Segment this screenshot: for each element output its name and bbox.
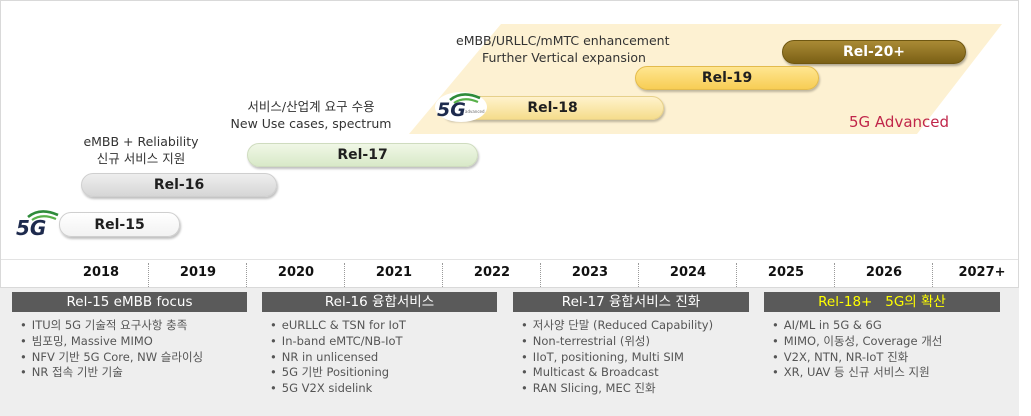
logo-arc-outer	[27, 210, 59, 219]
panel-rel17-list: 저사양 단말 (Reduced Capability) Non-terrestr…	[513, 318, 749, 397]
year-separator	[344, 263, 345, 287]
logo-arc-inner	[31, 215, 57, 221]
year-label: 2018	[82, 265, 120, 280]
year-label: 2021	[375, 265, 413, 280]
panel-rel17: Rel-17 융합서비스 진화 저사양 단말 (Reduced Capabili…	[513, 292, 749, 397]
year-axis: 2018 2019 2020 2021 2022 2023 2024 2025 …	[1, 261, 1018, 287]
rel16-annotation-line1: eMBB + Reliability	[83, 134, 199, 149]
logo-arc-inner-adv	[453, 98, 479, 104]
panel-rel16-title: Rel-16 융합서비스	[262, 292, 497, 312]
year-separator	[932, 263, 933, 287]
list-item: 5G 기반 Positioning	[270, 365, 497, 381]
panel-rel17-title: Rel-17 융합서비스 진화	[513, 292, 749, 312]
rel16-bar: Rel-16	[81, 173, 277, 197]
panel-rel15-list: ITU의 5G 기술적 요구사항 충족 빔포밍, Massive MIMO NF…	[12, 318, 247, 381]
year-label: 2023	[571, 265, 609, 280]
year-label: 2027+	[958, 265, 1006, 280]
logo-arc-outer-adv	[449, 93, 481, 102]
year-label: 2019	[179, 265, 217, 280]
5g-advanced-label: 5G Advanced	[849, 113, 950, 131]
5g-logo-icon: 5G	[16, 210, 59, 239]
panel-rel18plus-title: Rel-18+ 5G의 확산	[764, 292, 1000, 312]
year-separator	[834, 263, 835, 287]
rel17-annotation-line1: 서비스/산업계 요구 수용	[247, 99, 375, 114]
list-item: eURLLC & TSN for IoT	[270, 318, 497, 334]
list-item: NR 접속 기반 기술	[20, 365, 247, 381]
rel16-annotation-line2: 신규 서비스 지원	[96, 151, 186, 166]
rel18-annotation: eMBB/URLLC/mMTC enhancement Further Vert…	[456, 32, 670, 66]
year-separator	[736, 263, 737, 287]
list-item: Non-terrestrial (위성)	[521, 334, 749, 350]
rel19-bar: Rel-19	[635, 66, 819, 90]
rel18-annotation-line2: Further Vertical expansion	[482, 50, 646, 65]
panel-rel16-list: eURLLC & TSN for IoT In-band eMTC/NB-IoT…	[262, 318, 497, 397]
panel-rel18plus-title-part1: Rel-18+	[818, 294, 873, 310]
list-item: 빔포밍, Massive MIMO	[20, 334, 247, 350]
list-item: Multicast & Broadcast	[521, 365, 749, 381]
list-item: AI/ML in 5G & 6G	[772, 318, 1000, 334]
rel16-annotation: eMBB + Reliability 신규 서비스 지원	[71, 133, 211, 167]
rel18-annotation-line1: eMBB/URLLC/mMTC enhancement	[456, 33, 670, 48]
timeline-divider	[1, 259, 1018, 260]
list-item: V2X, NTN, NR-IoT 진화	[772, 350, 1000, 366]
list-item: NFV 기반 5G Core, NW 슬라이싱	[20, 350, 247, 366]
list-item: 5G V2X sidelink	[270, 381, 497, 397]
rel15-bar: Rel-15	[59, 212, 180, 237]
list-item: XR, UAV 등 신규 서비스 지원	[772, 365, 1000, 381]
year-label: 2022	[473, 265, 511, 280]
rel17-bar: Rel-17	[247, 143, 478, 167]
year-separator	[442, 263, 443, 287]
year-label: 2026	[865, 265, 903, 280]
year-separator	[148, 263, 149, 287]
year-separator	[638, 263, 639, 287]
panel-rel18plus: Rel-18+ 5G의 확산 AI/ML in 5G & 6G MIMO, 이동…	[764, 292, 1000, 381]
release-panels: Rel-15 eMBB focus ITU의 5G 기술적 요구사항 충족 빔포…	[0, 288, 1019, 416]
list-item: ITU의 5G 기술적 요구사항 충족	[20, 318, 247, 334]
list-item: 저사양 단말 (Reduced Capability)	[521, 318, 749, 334]
year-separator	[540, 263, 541, 287]
rel17-annotation-line2: New Use cases, spectrum	[230, 116, 392, 131]
panel-rel16: Rel-16 융합서비스 eURLLC & TSN for IoT In-ban…	[262, 292, 497, 397]
list-item: NR in unlicensed	[270, 350, 497, 366]
panel-rel15: Rel-15 eMBB focus ITU의 5G 기술적 요구사항 충족 빔포…	[12, 292, 247, 381]
logo-sub-text: advanced	[465, 109, 485, 114]
list-item: RAN Slicing, MEC 진화	[521, 381, 749, 397]
year-label: 2024	[669, 265, 707, 280]
5g-advanced-logo-icon: 5G advanced	[435, 92, 487, 122]
list-item: MIMO, 이동성, Coverage 개선	[772, 334, 1000, 350]
logo-text: 5G	[16, 216, 46, 239]
year-label: 2020	[277, 265, 315, 280]
rel17-annotation: 서비스/산업계 요구 수용 New Use cases, spectrum	[221, 98, 401, 132]
list-item: IIoT, positioning, Multi SIM	[521, 350, 749, 366]
year-separator	[246, 263, 247, 287]
list-item: In-band eMTC/NB-IoT	[270, 334, 497, 350]
logo-text-adv: 5G	[437, 99, 466, 121]
panel-rel18plus-list: AI/ML in 5G & 6G MIMO, 이동성, Coverage 개선 …	[764, 318, 1000, 381]
year-label: 2025	[767, 265, 805, 280]
panel-rel15-title: Rel-15 eMBB focus	[12, 292, 247, 312]
panel-rel18plus-title-part2: 5G의 확산	[885, 294, 946, 310]
timeline-area: eMBB/URLLC/mMTC enhancement Further Vert…	[0, 0, 1019, 288]
rel20-bar: Rel-20+	[782, 40, 966, 64]
